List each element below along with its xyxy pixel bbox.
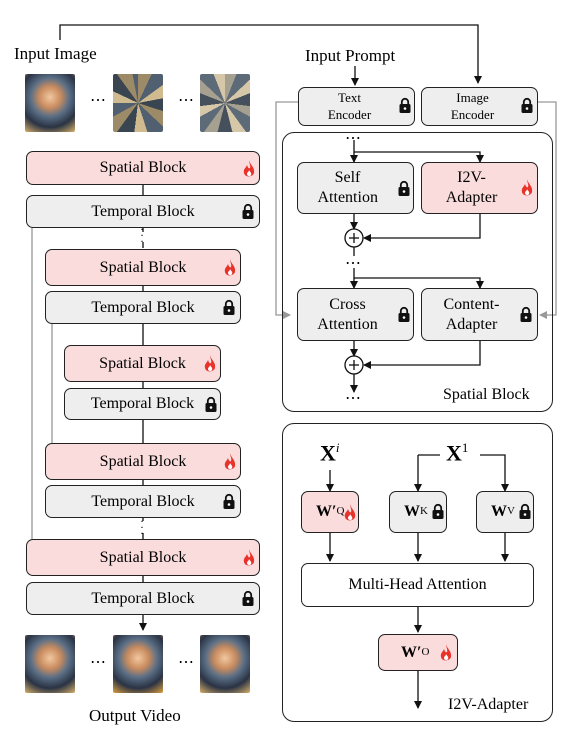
spatial-block-label: Spatial Block (99, 258, 187, 276)
ellipsis: ⋯ (345, 390, 362, 407)
wv-label: W (491, 503, 507, 520)
lock-icon (242, 203, 254, 219)
spatial-block-caption: Spatial Block (443, 386, 530, 403)
temporal-block-label: Temporal Block (91, 492, 195, 510)
output-video-label: Output Video (89, 706, 181, 725)
output-frame-thumbnail (113, 635, 163, 693)
input-image-label: Input Image (14, 44, 97, 63)
noisy-latent-thumbnail (200, 74, 250, 132)
text-encoder-label: Text Encoder (327, 90, 372, 122)
ellipsis: ⋯ (345, 255, 362, 272)
temporal-block: Temporal Block (26, 582, 260, 615)
flame-icon (344, 504, 356, 521)
spatial-block-label: Spatial Block (99, 354, 186, 372)
output-frame-thumbnail (200, 635, 250, 693)
flame-icon (243, 160, 255, 177)
mha-label: Multi-Head Attention (348, 576, 487, 593)
ellipsis: ⋯ (178, 654, 195, 671)
i2v-adapter-block: I2V-Adapter (421, 162, 538, 214)
flame-icon (521, 179, 533, 196)
ellipsis: ⋯ (178, 92, 195, 109)
lock-icon (519, 503, 531, 519)
lock-icon (242, 590, 254, 606)
cross-attention-block: Cross Attention (297, 288, 414, 341)
text-encoder: Text Encoder (298, 87, 415, 126)
self-attention-block: Self Attention (297, 162, 414, 214)
wq-label: W′ (316, 503, 337, 520)
temporal-block: Temporal Block (64, 388, 221, 420)
temporal-block: Temporal Block (45, 291, 241, 324)
multi-head-attention-block: Multi-Head Attention (301, 563, 534, 607)
content-adapter-block: Content-Adapter (421, 288, 538, 341)
spatial-block: Spatial Block (64, 345, 221, 382)
input-prompt-label: Input Prompt (305, 46, 396, 65)
output-frame-thumbnail (25, 635, 75, 693)
ellipsis: ⋯ (90, 654, 107, 671)
temporal-block-label: Temporal Block (90, 395, 195, 412)
temporal-block-label: Temporal Block (91, 589, 195, 607)
flame-icon (224, 453, 236, 470)
first-frame-input-label: X1 (446, 440, 469, 466)
image-encoder-label: Image Encoder (450, 90, 495, 122)
lock-icon (432, 503, 444, 519)
lock-icon (399, 97, 411, 113)
i2v-adapter-caption: I2V-Adapter (448, 696, 529, 713)
flame-icon (224, 259, 236, 276)
vertical-ellipsis: ··· (140, 222, 145, 248)
wq-projection: W′Q (301, 491, 359, 533)
lock-icon (521, 97, 533, 113)
spatial-block-label: Spatial Block (99, 548, 187, 566)
image-encoder: Image Encoder (421, 87, 538, 126)
lock-icon (398, 180, 410, 196)
wk-label: W (404, 503, 420, 520)
lock-icon (205, 396, 217, 412)
temporal-block: Temporal Block (26, 195, 260, 228)
flame-icon (440, 644, 452, 661)
flame-icon (204, 355, 216, 372)
flame-icon (243, 549, 255, 566)
ellipsis: ⋯ (345, 130, 362, 147)
temporal-block-label: Temporal Block (91, 202, 195, 220)
spatial-block-detail (282, 132, 553, 412)
vertical-ellipsis: ··· (140, 514, 145, 540)
temporal-block-label: Temporal Block (91, 298, 195, 316)
lock-icon (520, 306, 532, 322)
cross-attention-label: Cross Attention (317, 295, 378, 333)
temporal-block: Temporal Block (45, 485, 241, 518)
i2v-adapter-label: I2V-Adapter (445, 169, 498, 206)
content-adapter-label: Content-Adapter (443, 295, 500, 333)
spatial-block: Spatial Block (26, 151, 260, 185)
lock-icon (398, 306, 410, 322)
input-image-thumbnail (25, 74, 75, 132)
spatial-block: Spatial Block (45, 443, 241, 480)
spatial-block: Spatial Block (45, 249, 241, 286)
lock-icon (223, 299, 235, 315)
noisy-latent-thumbnail (113, 74, 163, 132)
spatial-block-label: Spatial Block (99, 159, 187, 176)
wo-label: W′ (401, 643, 422, 661)
lock-icon (223, 493, 235, 509)
spatial-block: Spatial Block (26, 539, 260, 576)
i2v-adapter-detail (282, 423, 553, 722)
query-input-label: Xi (320, 440, 340, 466)
spatial-block-label: Spatial Block (99, 452, 187, 470)
self-attention-label: Self Attention (317, 169, 378, 206)
ellipsis: ⋯ (90, 92, 107, 109)
